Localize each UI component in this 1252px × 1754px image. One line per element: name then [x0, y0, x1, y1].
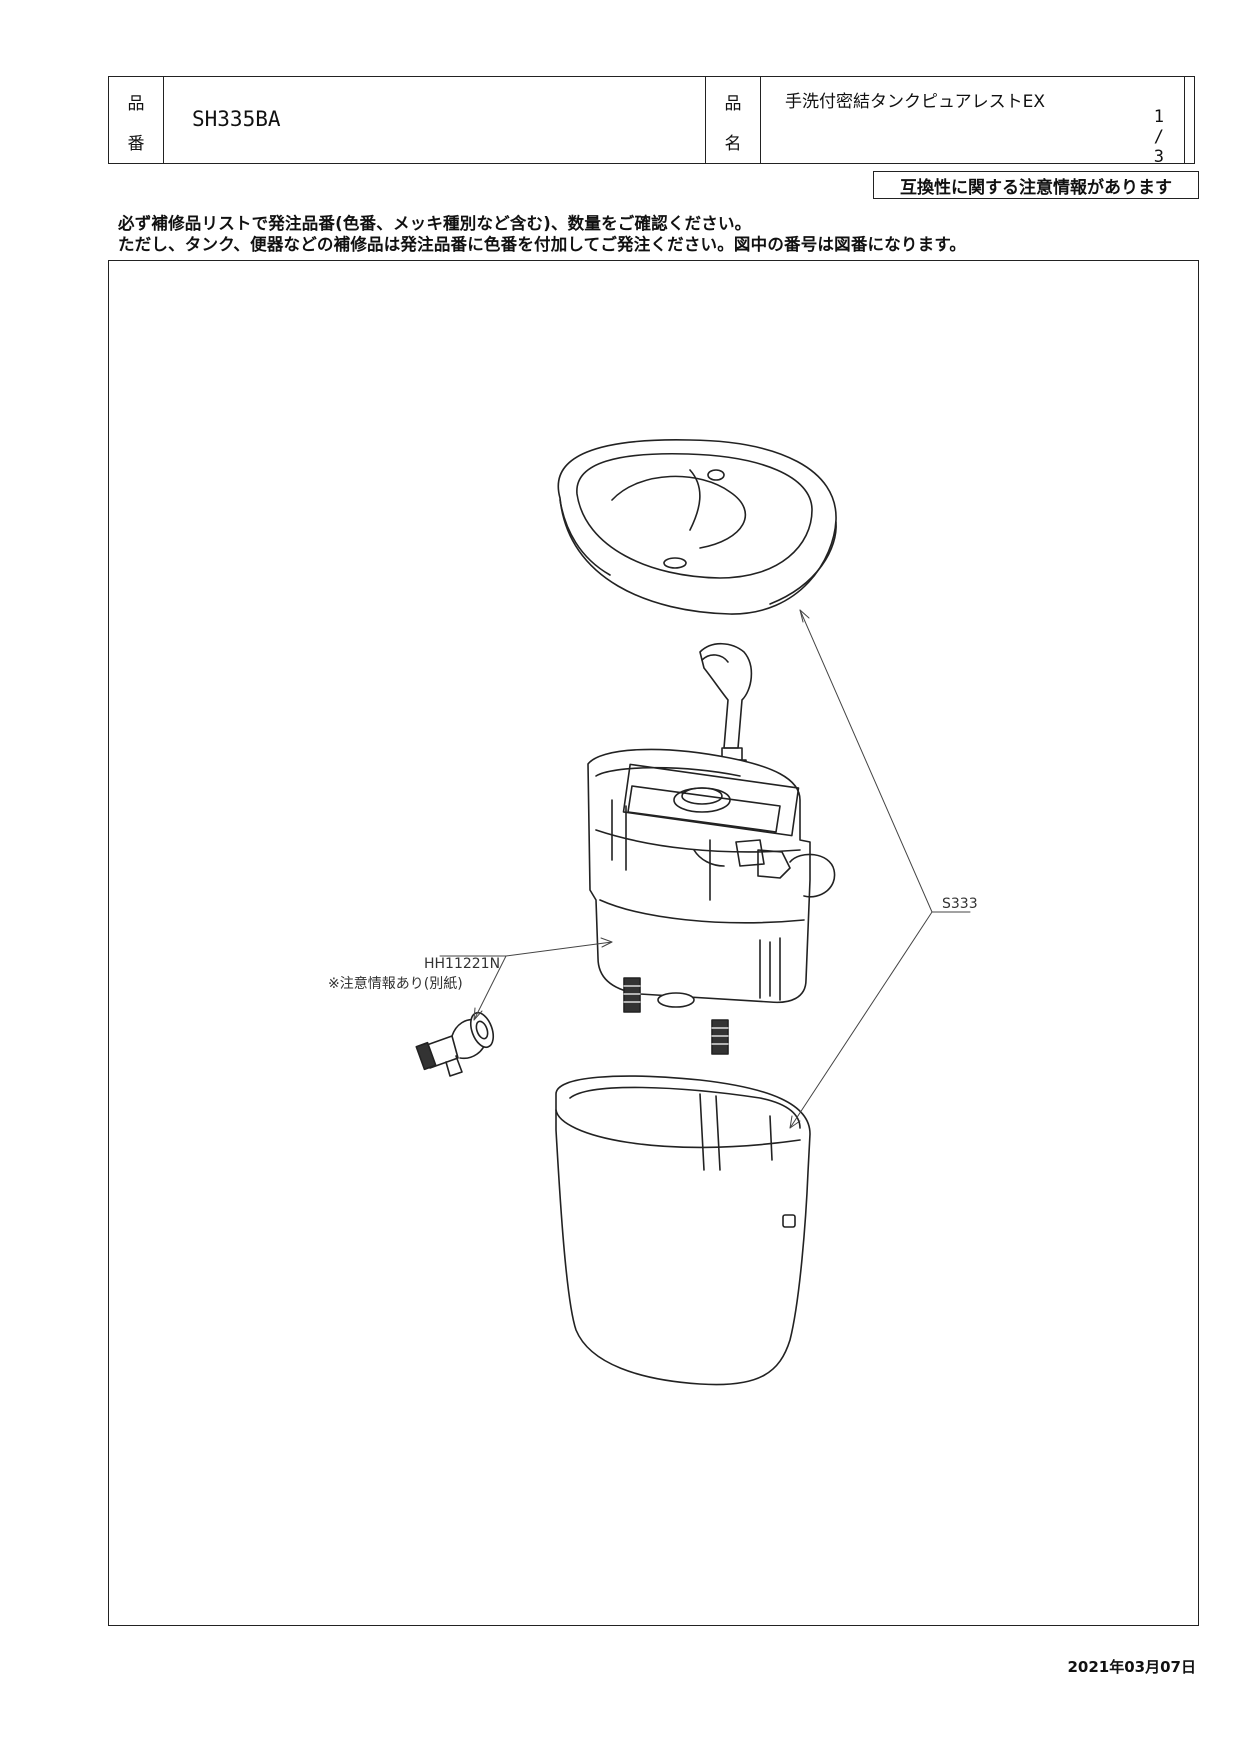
- part-number-cell: SH335BA: [164, 77, 706, 163]
- product-name: 手洗付密結タンクピュアレストEX: [785, 92, 1046, 112]
- drawing-frame: [108, 260, 1199, 1626]
- hinmei-label-cell: 品 名: [706, 77, 761, 163]
- instruction-line-1: 必ず補修品リストで発注品番(色番、メッキ種別など含む)、数量をご確認ください。: [118, 214, 752, 233]
- callout-hh11221n[interactable]: HH11221N: [424, 956, 500, 972]
- stop-valve-drawing: [415, 1011, 495, 1077]
- callout-caution-note: ※注意情報あり(別紙): [328, 975, 463, 992]
- hinmei-label-top: 品: [724, 94, 742, 114]
- header-table: 品 番 SH335BA 品 名 手洗付密結タンクピュアレストEX 1 / 3: [108, 76, 1195, 167]
- callout-leaders: [439, 609, 971, 1129]
- page-number-cell: 1 / 3: [1154, 77, 1194, 167]
- product-name-cell: 手洗付密結タンクピュアレストEX: [761, 77, 1185, 163]
- tank-lid-basin-drawing: [557, 439, 837, 615]
- hinban-label-cell: 品 番: [109, 77, 164, 163]
- callout-s333[interactable]: S333: [942, 896, 978, 912]
- compatibility-notice[interactable]: 互換性に関する注意情報があります: [873, 171, 1199, 199]
- issue-date: 2021年03月07日: [1067, 1658, 1197, 1676]
- page-number: 1 / 3: [1153, 107, 1164, 167]
- part-number: SH335BA: [192, 107, 281, 131]
- tank-outer-body-drawing: [555, 1075, 811, 1386]
- hinban-label-bottom: 番: [127, 134, 145, 154]
- instruction-line-2: ただし、タンク、便器などの補修品は発注品番に色番を付加してご発注ください。図中の…: [118, 235, 967, 254]
- hinban-label-top: 品: [127, 94, 145, 114]
- hinmei-label-bottom: 名: [724, 134, 742, 154]
- tank-inner-unit-drawing: [587, 748, 836, 1004]
